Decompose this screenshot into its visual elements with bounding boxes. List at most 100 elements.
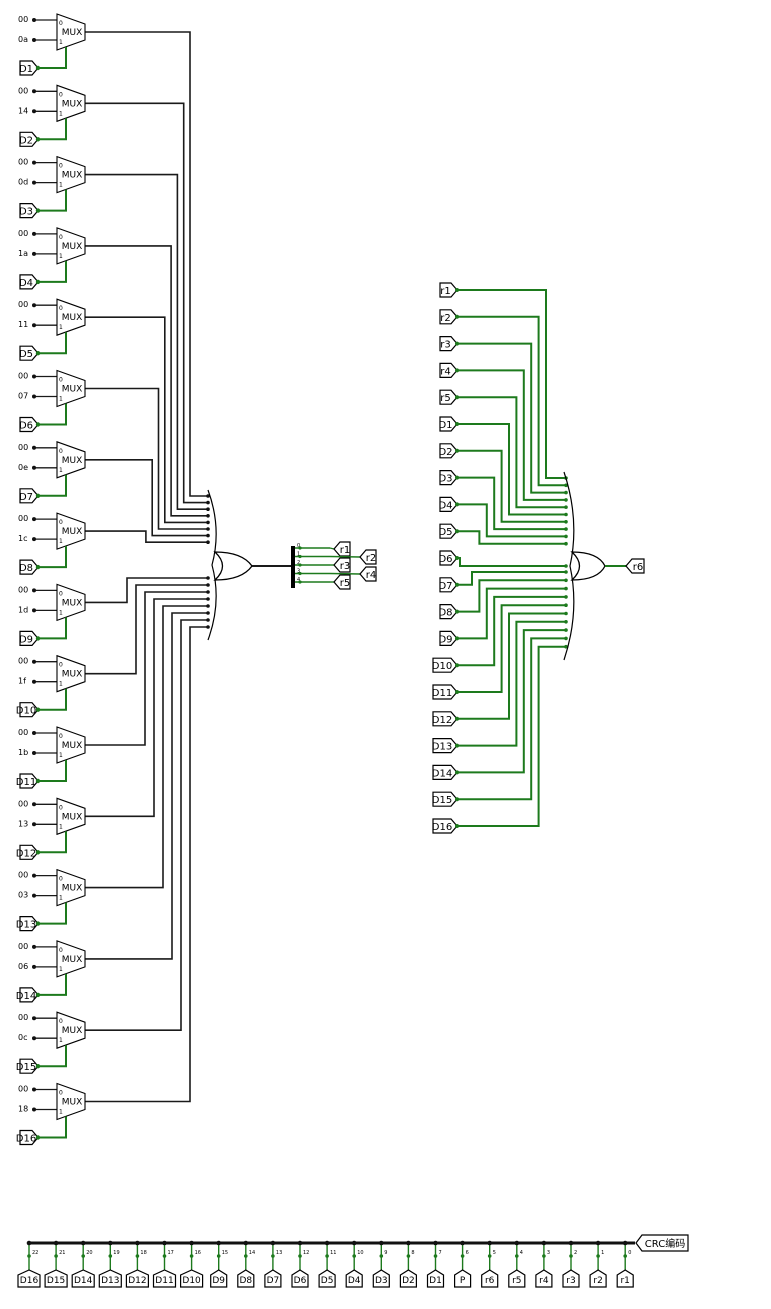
mux-select-tag: D12 [16, 844, 39, 860]
parity-input-D6-text: D6 [438, 554, 452, 565]
mux-select-tag-text: D7 [19, 492, 33, 503]
mux-select-tag-shape [19, 416, 39, 433]
bus-input-r5: r5 [508, 1269, 526, 1288]
junction-dot [596, 1254, 600, 1258]
junction-dot [32, 893, 36, 898]
mux-sel1-label: 1 [59, 39, 63, 46]
bus-input-D9: D9 [210, 1269, 228, 1288]
parity-input-D15: D15 [432, 791, 458, 807]
mux-select-tag: D11 [16, 773, 39, 789]
junction-dot [455, 288, 459, 292]
mux-zero-const: 00 [18, 657, 28, 666]
bus-input-r2-text: r2 [593, 1276, 602, 1286]
parity-input-r2-shape [439, 309, 458, 325]
parity-input-D6-shape [439, 550, 458, 566]
mux-sel0-label: 0 [59, 20, 63, 27]
parity-wire-D3 [457, 476, 566, 531]
bus-input-r4-text: r4 [539, 1276, 549, 1286]
mux-label: MUX [62, 28, 83, 38]
parity-wire-D2 [457, 449, 566, 523]
bus-bit-label: 3 [547, 1250, 550, 1256]
mux-const: 14 [18, 106, 28, 115]
mux-output-wire-7 [85, 458, 208, 537]
parity-section: r1r2r3r4r5D1D2D3D4D5D6D7D8D9D10D11D12D13… [432, 282, 645, 834]
bus-input-r3: r3 [562, 1269, 580, 1288]
junction-dot [564, 611, 568, 616]
bus-input-r1: r1 [616, 1269, 634, 1288]
bus-input-D11-shape [152, 1269, 177, 1288]
mux-select-tag-shape [19, 844, 39, 860]
junction-dot [32, 445, 36, 450]
junction-dot [541, 1240, 547, 1246]
mux-label: MUX [62, 955, 83, 965]
bus-output-crc: CRC编码 [635, 1234, 689, 1252]
splitter-tunnel-r4: r4 [359, 566, 377, 582]
bus-input-D6-shape [291, 1269, 309, 1288]
mux-zero-const: 00 [18, 300, 28, 309]
junction-dot [298, 580, 302, 584]
mux-const: 0e [18, 463, 28, 472]
bus-bit-label: 0 [628, 1250, 631, 1256]
bus-input-D5-shape [318, 1269, 336, 1288]
bus-bit-label: 15 [222, 1250, 228, 1256]
mux-const: 0d [18, 178, 28, 187]
junction-dot [32, 231, 36, 236]
mux-label: MUX [62, 99, 83, 109]
parity-wire-r4 [457, 369, 566, 501]
bus-input-D6: D6 [291, 1269, 309, 1288]
or-gate-group [207, 489, 292, 641]
junction-dot [35, 493, 41, 498]
mux-sel0-label: 0 [59, 1018, 63, 1025]
junction-dot [206, 540, 210, 544]
bus-input-D4-shape [345, 1269, 363, 1288]
bus-input-D3-shape [372, 1269, 390, 1288]
mux-select-tag-text: D8 [19, 563, 33, 574]
bus-bit-label: 21 [59, 1250, 65, 1256]
mux-body [56, 583, 86, 622]
junction-dot [564, 570, 568, 574]
parity-input-D3-shape [439, 470, 458, 486]
mux-output-wire-6 [85, 387, 208, 530]
mux-body [56, 441, 86, 479]
parity-input-D12-text: D12 [432, 715, 452, 726]
bus-bit-label: 13 [276, 1250, 282, 1256]
parity-input-D4-shape [439, 496, 458, 512]
bus-input-D5-text: D5 [321, 1276, 334, 1286]
bus-input-D14-shape [71, 1269, 95, 1288]
mux-const: 0a [18, 35, 28, 44]
mux-select-wire [38, 617, 67, 640]
parity-input-r5: r5 [439, 389, 458, 405]
mux-body [56, 654, 86, 693]
junction-dot [53, 1240, 59, 1246]
bus-input-D11: D11 [152, 1269, 177, 1288]
mux-select-tag: D1 [19, 60, 39, 76]
mux-select-tag-shape [19, 274, 39, 290]
bus-input-D10: D10 [180, 1269, 204, 1288]
mux-label: MUX [62, 1098, 83, 1108]
junction-dot [35, 351, 41, 356]
junction-dot [515, 1254, 519, 1258]
mux-select-tag: D5 [19, 345, 39, 361]
junction-dot [32, 537, 36, 542]
mux-select-tag-text: D10 [16, 706, 36, 717]
junction-dot [35, 208, 41, 213]
bus-input-D15: D15 [44, 1269, 68, 1288]
bus-input-D12: D12 [125, 1269, 149, 1288]
splitter-tunnel-r5-text: r5 [340, 578, 350, 589]
bus-input-D13-text: D13 [101, 1276, 119, 1286]
parity-input-D1-shape [439, 416, 458, 432]
mux-body [56, 1082, 86, 1121]
mux-sel0-label: 0 [59, 590, 63, 597]
parity-input-D3: D3 [438, 470, 458, 486]
mux-select-tag: D8 [19, 559, 39, 575]
parity-input-D14-shape [432, 764, 458, 781]
or-input-bar [207, 489, 217, 641]
splitter-tunnel-r2: r2 [359, 549, 377, 565]
junction-dot [455, 448, 459, 453]
junction-dot [564, 595, 568, 599]
mux-zero-const: 00 [18, 443, 28, 452]
parity-wire-D8 [457, 579, 566, 613]
splitter-tunnel-r4-shape [359, 566, 377, 582]
